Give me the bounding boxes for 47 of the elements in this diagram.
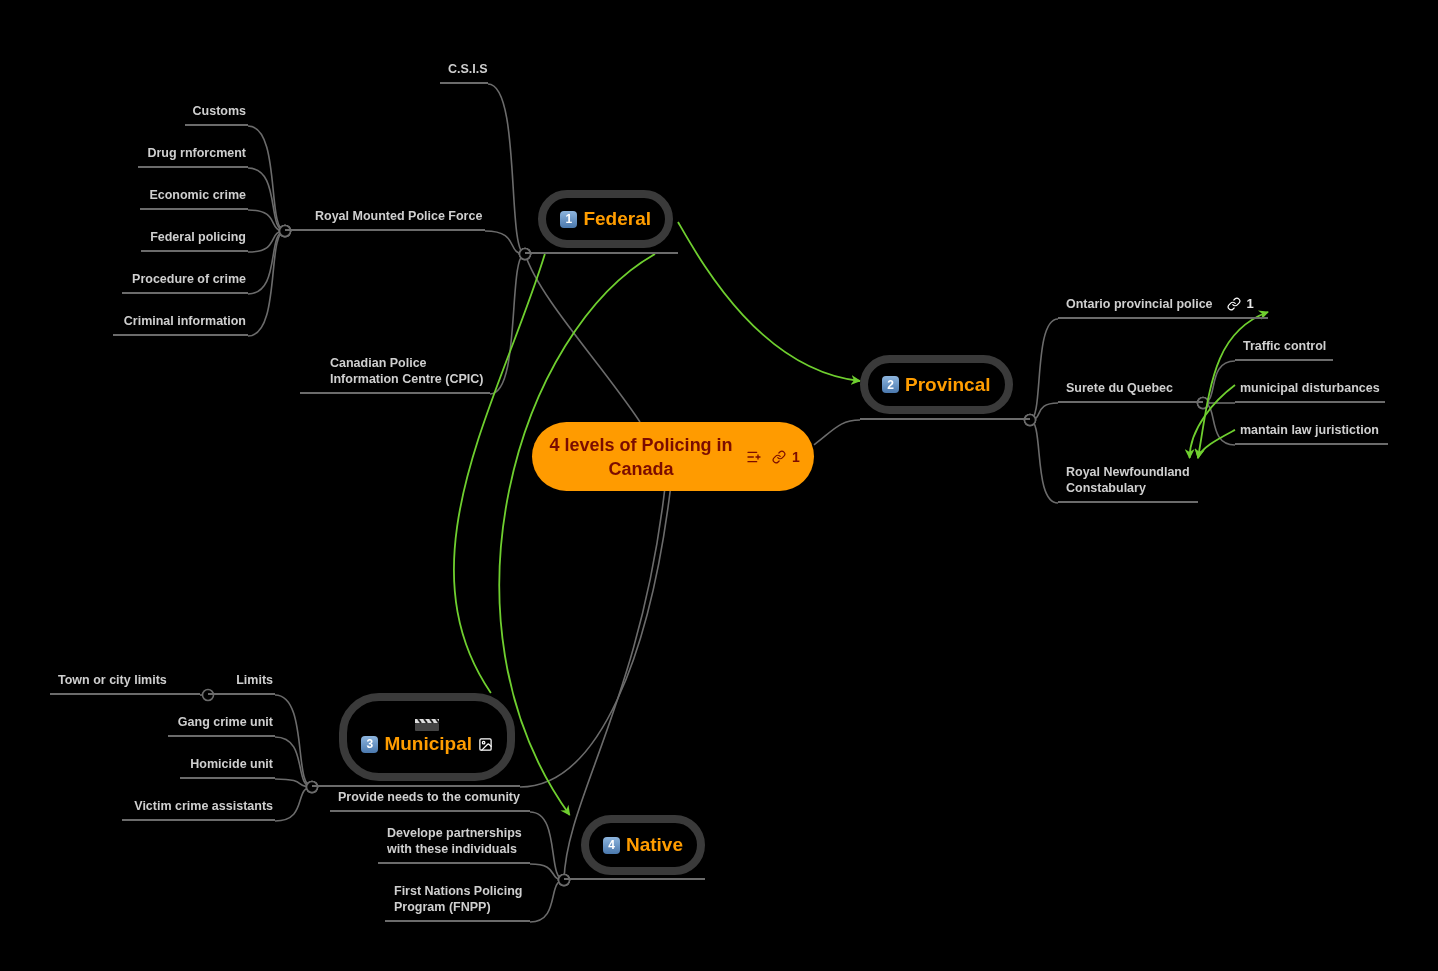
branch-label: Drug rnforcment	[147, 145, 246, 161]
relationship-arrow	[498, 253, 656, 816]
number-badge: 3	[361, 735, 379, 753]
branch-label: Provide needs to the comunity	[338, 789, 520, 805]
branch-line	[453, 253, 546, 694]
branch-label: Town or city limits	[58, 672, 167, 688]
topic-title: Federal	[583, 207, 651, 231]
branch-label: Surete du Quebec	[1066, 380, 1173, 396]
branch-label: C.S.I.S	[448, 61, 488, 77]
topic-title: Native	[625, 833, 683, 857]
branch-line	[519, 490, 671, 788]
branch-label: Gang crime unit	[177, 714, 273, 730]
number-badge: 2	[882, 376, 899, 393]
link-count: 1	[792, 448, 800, 465]
relationship-arrow	[1196, 429, 1236, 459]
branch-label: Criminal information	[123, 313, 246, 329]
number-badge: 1	[560, 210, 578, 228]
branch-label: Royal Newfoundland Constabulary	[1066, 464, 1191, 496]
relationship-arrow	[1185, 384, 1236, 459]
branch-label: Limits	[236, 672, 273, 688]
topic-node	[860, 355, 1030, 420]
branch-label: Traffic control	[1243, 338, 1327, 354]
topic-node	[564, 815, 705, 880]
branch-label: mantain law juristiction	[1240, 422, 1379, 438]
branch-label: Procedure of crime	[132, 271, 246, 287]
branch-node	[330, 790, 530, 812]
branch-label: Economic crime	[149, 187, 246, 203]
relationship-arrow	[677, 221, 861, 385]
topic-title: Municipal	[384, 732, 472, 756]
branch-label: Victim crime assistants	[134, 798, 273, 814]
branch-label: Federal policing	[150, 229, 246, 245]
branch-line	[813, 419, 861, 446]
branch-label: First Nations Policing Program (FNPP)	[394, 883, 524, 915]
topic-title: Provincal	[905, 372, 991, 397]
branch-label: Homicide unit	[190, 756, 273, 772]
branch-label: municipal disturbances	[1240, 380, 1380, 396]
branch-label: Royal Mounted Police Force	[315, 208, 483, 224]
topic-node	[525, 190, 678, 254]
link-count: 1	[1246, 296, 1254, 312]
topic-node	[312, 693, 520, 787]
branch-label: Develope partnerships with these individuals	[387, 825, 523, 857]
central-topic	[532, 422, 814, 491]
branch-label: Ontario provincial police	[1066, 296, 1213, 312]
branch-label: Canadian Police Information Centre (CPIC)	[330, 355, 485, 387]
branch-label: Customs	[192, 103, 246, 119]
central-topic-title: 4 levels of Policing in Canada	[548, 433, 734, 481]
number-badge: 4	[602, 836, 620, 854]
